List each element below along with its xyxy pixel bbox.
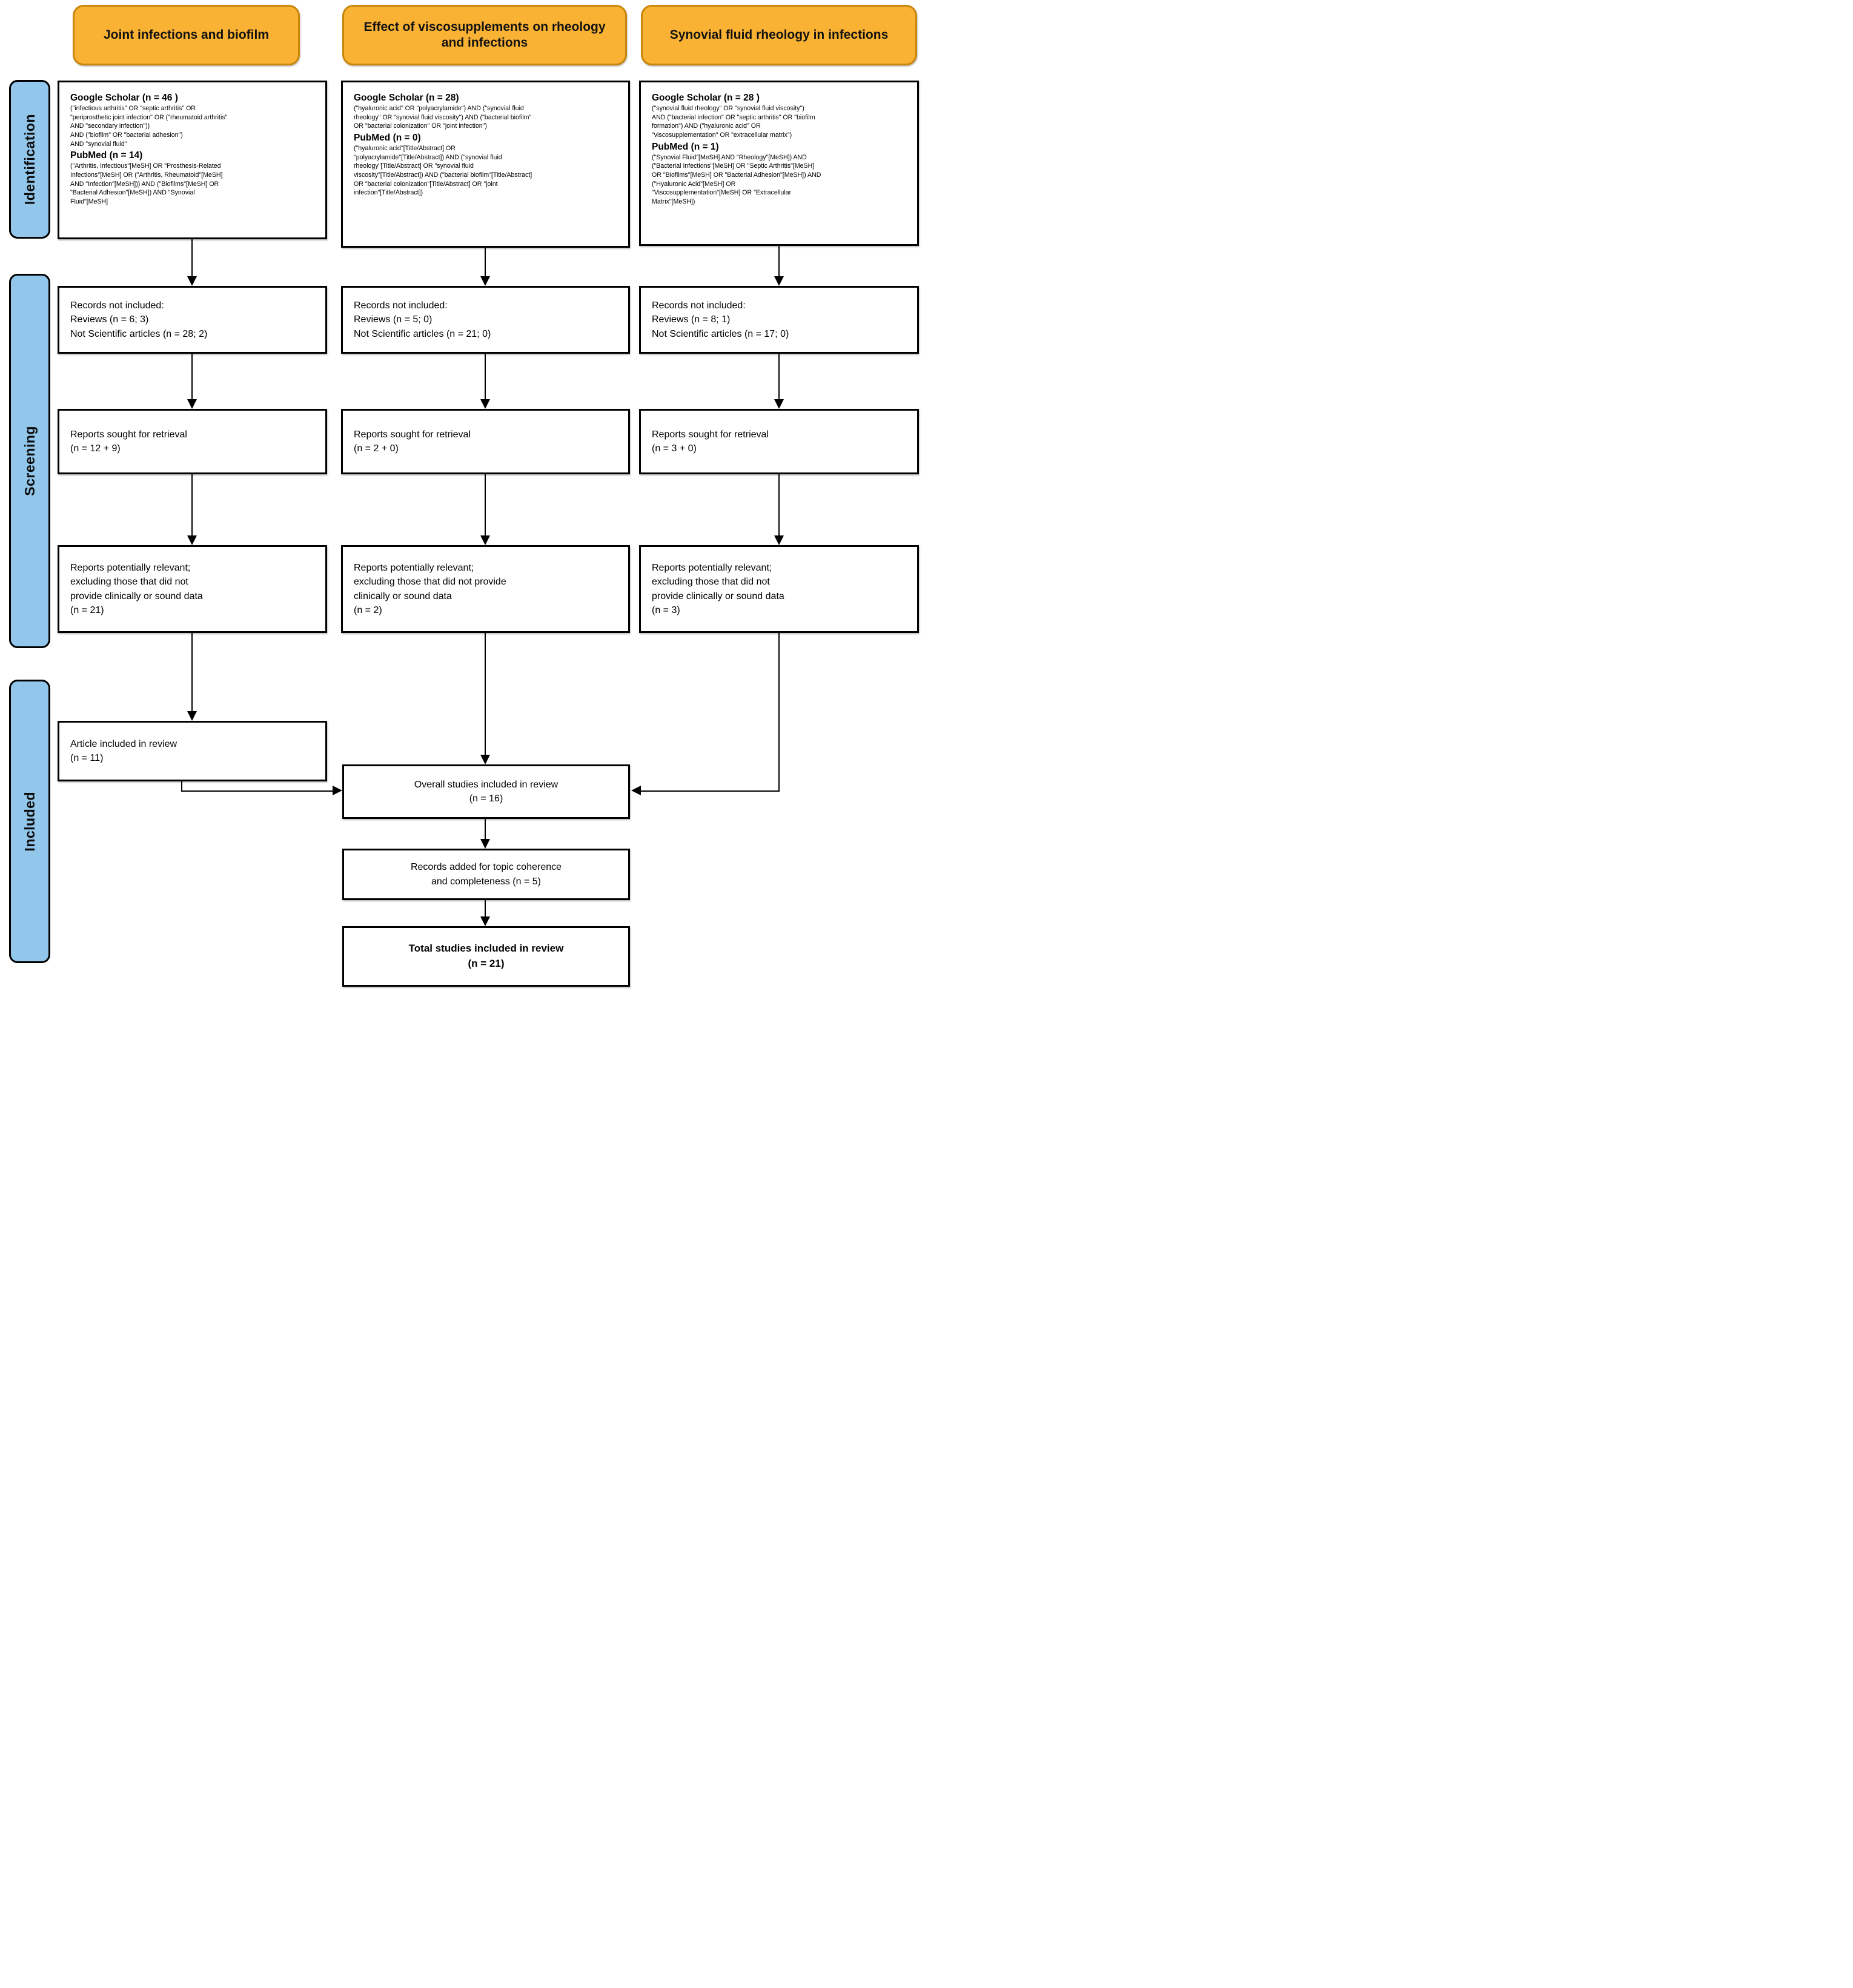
identification-box-col2: Google Scholar (n = 28) ("hyaluronic aci… xyxy=(341,81,630,248)
connector-line xyxy=(181,781,182,792)
connector-line xyxy=(485,474,486,535)
connector-line xyxy=(485,900,486,918)
reports-sought-box-col1: Reports sought for retrieval (n = 12 + 9… xyxy=(58,409,327,474)
column-header-joint-infections: Joint infections and biofilm xyxy=(73,5,300,65)
connector-line xyxy=(191,633,193,712)
connector-line xyxy=(191,474,193,535)
column-header-viscosupplements: Effect of viscosupplements on rheology a… xyxy=(342,5,627,65)
pubmed-query: ("hyaluronic acid"[Title/Abstract] OR "p… xyxy=(354,145,532,197)
connector-line xyxy=(778,354,780,400)
arrow-down-icon xyxy=(187,711,197,721)
identification-box-col3: Google Scholar (n = 28 ) ("synovial flui… xyxy=(639,81,919,246)
connector-line xyxy=(485,354,486,400)
reports-relevant-box-col3: Reports potentially relevant; excluding … xyxy=(639,545,919,633)
reports-sought-text: Reports sought for retrieval (n = 3 + 0) xyxy=(652,429,769,454)
reports-sought-text: Reports sought for retrieval (n = 12 + 9… xyxy=(70,429,187,454)
arrow-down-icon xyxy=(187,276,197,286)
google-scholar-label: Google Scholar (n = 28) xyxy=(354,93,459,103)
stage-label: Screening xyxy=(21,426,38,496)
pubmed-query: ("Synovial Fluid"[MeSH] AND "Rheology"[M… xyxy=(652,153,821,205)
google-scholar-label: Google Scholar (n = 46 ) xyxy=(70,93,178,103)
reports-relevant-text: Reports potentially relevant; excluding … xyxy=(652,563,784,615)
records-not-included-text: Records not included: Reviews (n = 5; 0)… xyxy=(354,300,491,339)
arrow-down-icon xyxy=(774,535,784,545)
arrow-left-icon xyxy=(631,786,641,795)
pubmed-label: PubMed (n = 1) xyxy=(652,141,719,152)
connector-line xyxy=(191,239,193,277)
stage-screening: Screening xyxy=(9,274,50,648)
reports-relevant-box-col1: Reports potentially relevant; excluding … xyxy=(58,545,327,633)
reports-relevant-text: Reports potentially relevant; excluding … xyxy=(354,563,506,615)
arrow-down-icon xyxy=(480,276,490,286)
records-not-included-box-col2: Records not included: Reviews (n = 5; 0)… xyxy=(341,286,630,354)
records-added-text: Records added for topic coherence and co… xyxy=(410,862,562,887)
arrow-down-icon xyxy=(480,755,490,764)
connector-line xyxy=(485,819,486,840)
identification-box-col1: Google Scholar (n = 46 ) ("infectious ar… xyxy=(58,81,327,239)
total-studies-text: Total studies included in review (n = 21… xyxy=(408,943,564,969)
google-scholar-label: Google Scholar (n = 28 ) xyxy=(652,93,760,103)
stage-identification: Identification xyxy=(9,80,50,239)
pubmed-label: PubMed (n = 0) xyxy=(354,132,421,143)
records-not-included-text: Records not included: Reviews (n = 8; 1)… xyxy=(652,300,789,339)
reports-sought-box-col3: Reports sought for retrieval (n = 3 + 0) xyxy=(639,409,919,474)
records-not-included-box-col1: Records not included: Reviews (n = 6; 3)… xyxy=(58,286,327,354)
article-included-text: Article included in review (n = 11) xyxy=(70,738,177,763)
records-not-included-box-col3: Records not included: Reviews (n = 8; 1)… xyxy=(639,286,919,354)
arrow-down-icon xyxy=(480,535,490,545)
arrow-down-icon xyxy=(187,535,197,545)
column-header-label: Joint infections and biofilm xyxy=(104,27,269,42)
pubmed-query: ("Arthritis, Infectious"[MeSH] OR "Prost… xyxy=(70,162,223,205)
arrow-down-icon xyxy=(774,399,784,409)
article-included-box: Article included in review (n = 11) xyxy=(58,721,327,781)
records-added-box: Records added for topic coherence and co… xyxy=(342,849,630,900)
prisma-flow-diagram: Joint infections and biofilm Effect of v… xyxy=(0,0,927,994)
connector-line xyxy=(191,354,193,400)
stage-label: Identification xyxy=(21,113,38,205)
arrow-down-icon xyxy=(774,276,784,286)
connector-line xyxy=(778,633,780,792)
reports-sought-box-col2: Reports sought for retrieval (n = 2 + 0) xyxy=(341,409,630,474)
connector-line xyxy=(181,790,334,792)
connector-line xyxy=(778,246,780,277)
google-scholar-query: ("synovial fluid rheology" OR "synovial … xyxy=(652,105,815,139)
column-header-synovial-rheology: Synovial fluid rheology in infections xyxy=(641,5,917,65)
total-studies-box: Total studies included in review (n = 21… xyxy=(342,926,630,987)
records-not-included-text: Records not included: Reviews (n = 6; 3)… xyxy=(70,300,208,339)
column-header-label: Synovial fluid rheology in infections xyxy=(669,27,889,42)
overall-studies-text: Overall studies included in review (n = … xyxy=(414,779,559,804)
arrow-down-icon xyxy=(480,399,490,409)
column-header-label: Effect of viscosupplements on rheology a… xyxy=(363,19,606,50)
connector-line xyxy=(778,474,780,535)
google-scholar-query: ("infectious arthritis" OR "septic arthr… xyxy=(70,105,228,148)
arrow-right-icon xyxy=(333,786,342,795)
reports-relevant-text: Reports potentially relevant; excluding … xyxy=(70,563,203,615)
connector-line xyxy=(485,633,486,756)
stage-label: Included xyxy=(21,791,38,852)
stage-included: Included xyxy=(9,680,50,963)
arrow-down-icon xyxy=(480,916,490,926)
connector-line xyxy=(640,790,780,792)
reports-relevant-box-col2: Reports potentially relevant; excluding … xyxy=(341,545,630,633)
connector-line xyxy=(485,248,486,277)
google-scholar-query: ("hyaluronic acid" OR "polyacrylamide") … xyxy=(354,105,532,130)
arrow-down-icon xyxy=(187,399,197,409)
overall-studies-box: Overall studies included in review (n = … xyxy=(342,764,630,819)
arrow-down-icon xyxy=(480,839,490,849)
pubmed-label: PubMed (n = 14) xyxy=(70,150,143,161)
reports-sought-text: Reports sought for retrieval (n = 2 + 0) xyxy=(354,429,471,454)
